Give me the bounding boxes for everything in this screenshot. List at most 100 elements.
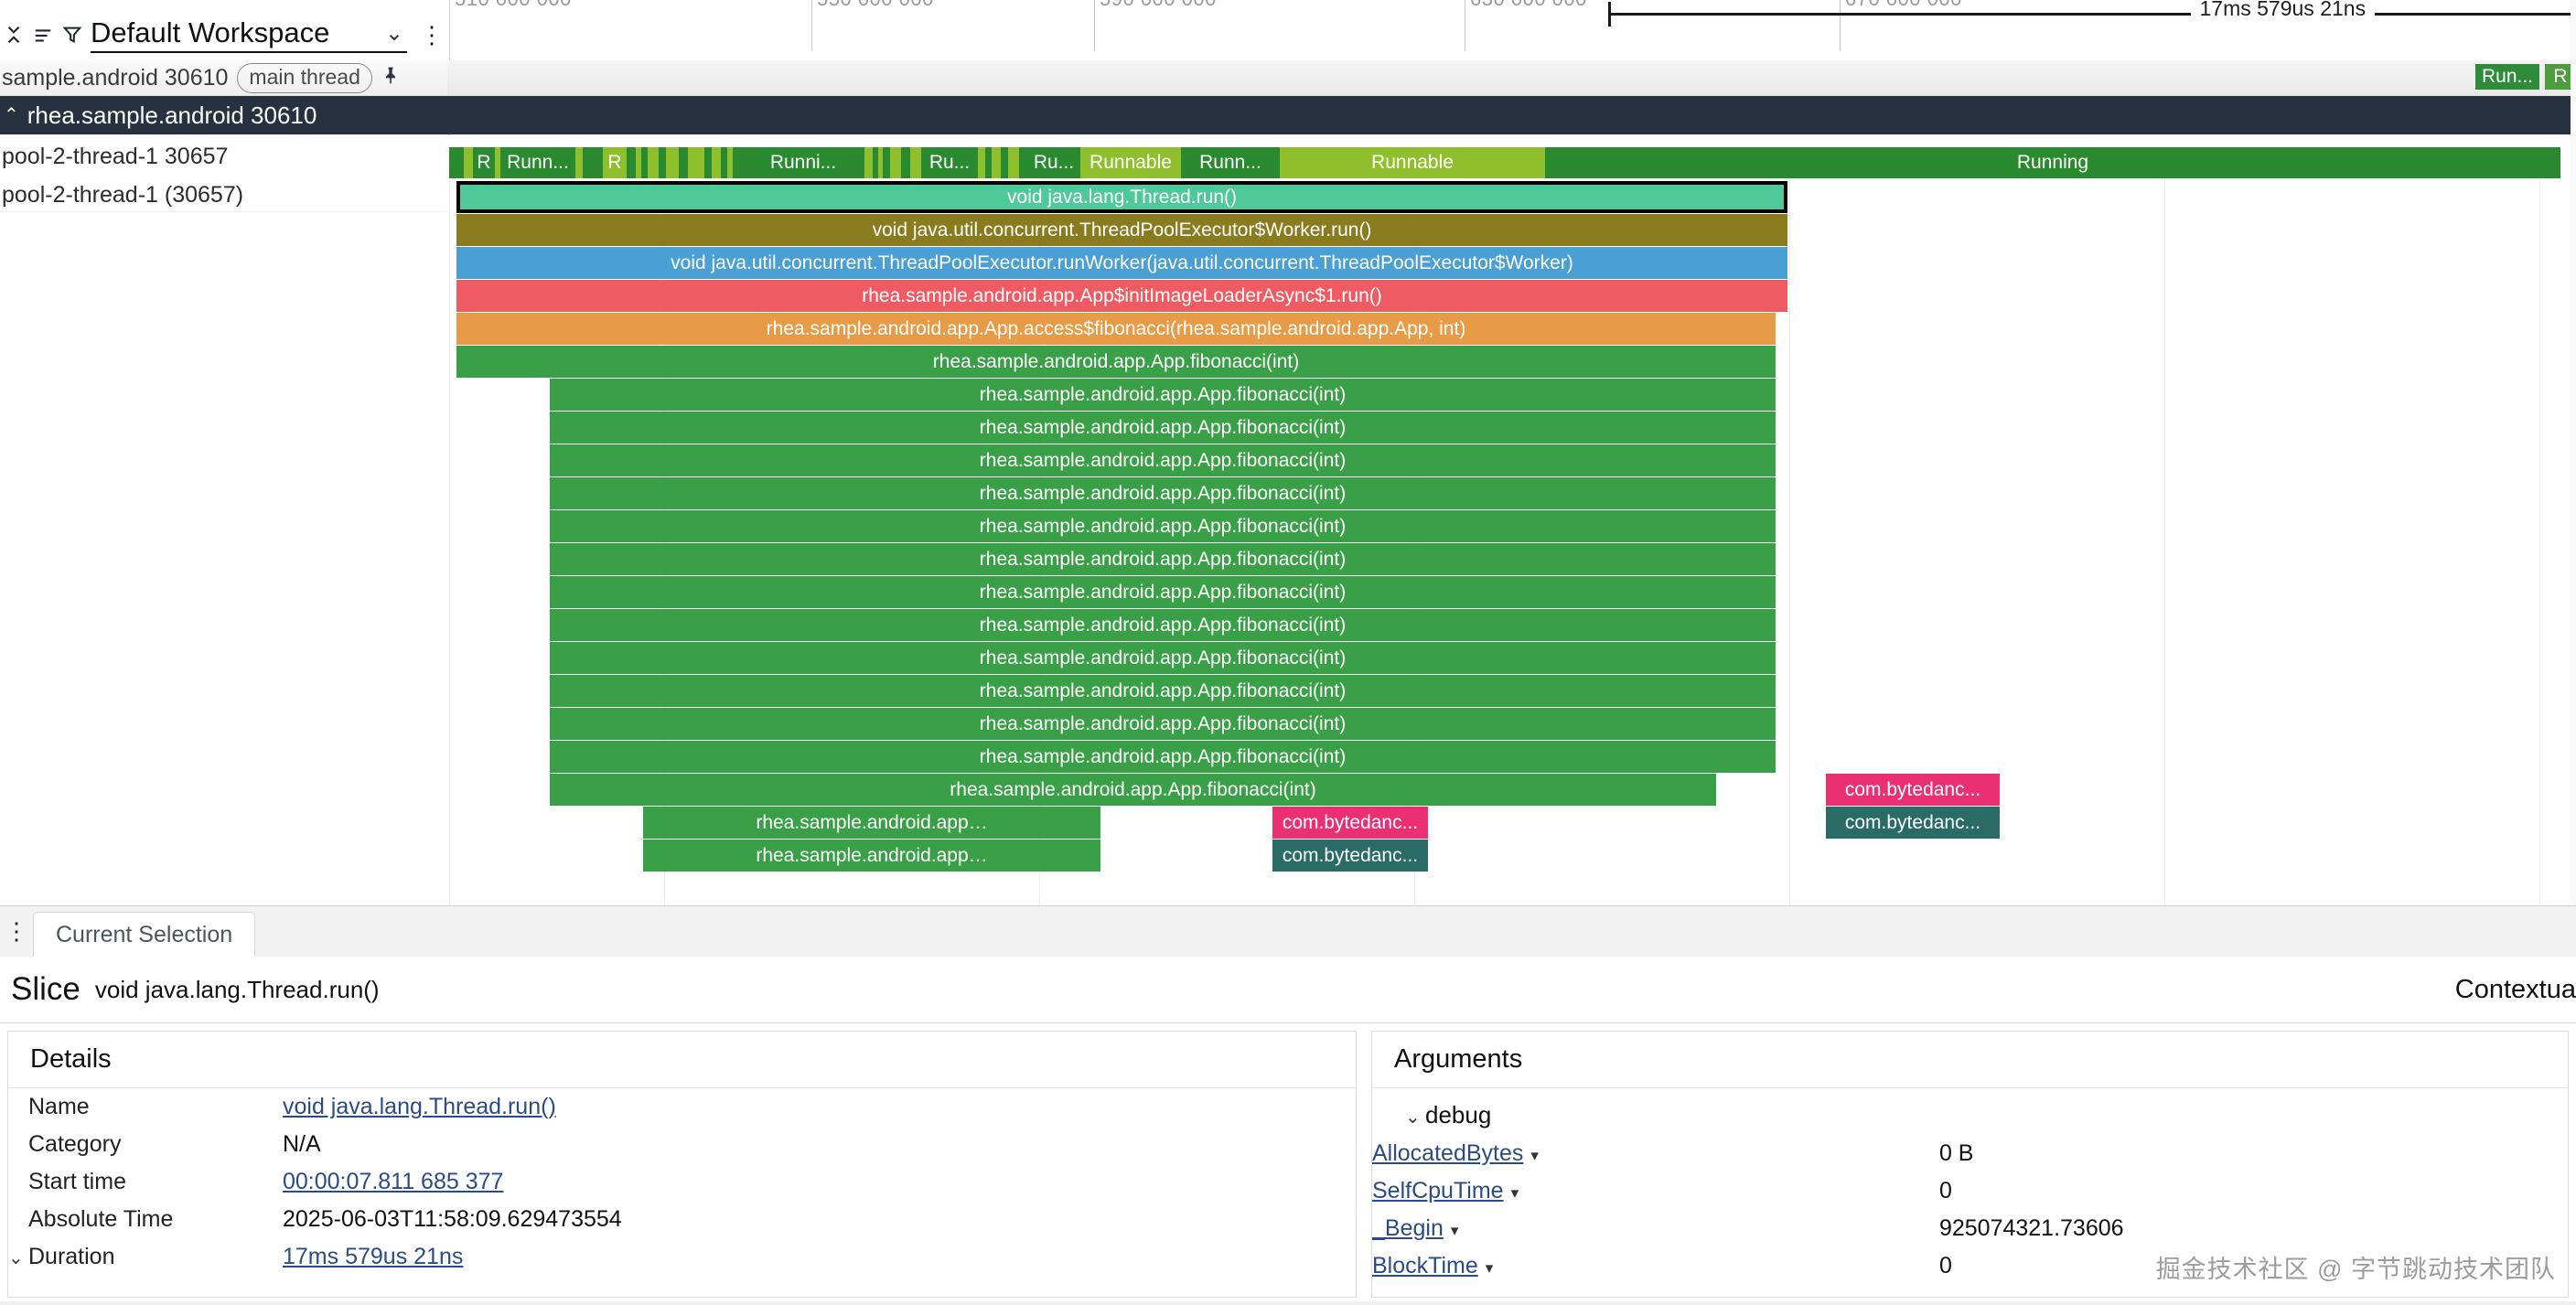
slice-track-shell[interactable]: pool-2-thread-1 (30657) xyxy=(0,179,447,212)
flamegraph-slice[interactable]: void java.util.concurrent.ThreadPoolExec… xyxy=(456,214,1787,246)
details-value-link[interactable]: 00:00:07.811 685 377 xyxy=(283,1169,504,1194)
thread-state-slice[interactable] xyxy=(873,147,878,178)
thread-state-slice[interactable]: Runn... xyxy=(500,147,575,178)
workspace-title-field[interactable]: Default Workspace ⌄ xyxy=(91,16,407,53)
chevron-down-icon[interactable]: ▾ xyxy=(1530,1147,1539,1164)
flamegraph-slice[interactable]: rhea.sample.android.app.App.fibonacci(in… xyxy=(550,576,1776,608)
argument-name-cell[interactable]: _Begin▾ xyxy=(1372,1210,1939,1247)
thread-state-slice[interactable] xyxy=(666,147,679,178)
thread-state-slice[interactable] xyxy=(449,147,464,178)
thread-state-slice[interactable] xyxy=(901,147,910,178)
flamegraph-slice[interactable]: rhea.sample.android.app… xyxy=(643,807,1100,839)
chevron-down-icon[interactable]: ⌄ xyxy=(1405,1107,1421,1128)
thread-state-slice[interactable] xyxy=(704,147,712,178)
flamegraph-slice[interactable]: rhea.sample.android.app.App.fibonacci(in… xyxy=(550,774,1716,806)
thread-state-slice[interactable] xyxy=(495,147,500,178)
thread-state-slice[interactable]: Ru... xyxy=(921,147,978,178)
thread-state-slice[interactable] xyxy=(978,147,985,178)
thread-state-slice[interactable] xyxy=(679,147,688,178)
thread-state-slice[interactable] xyxy=(583,147,603,178)
thread-state-slice[interactable] xyxy=(890,147,901,178)
flamegraph-slice[interactable]: rhea.sample.android.app.App.fibonacci(in… xyxy=(550,412,1776,444)
flamegraph-slice[interactable]: rhea.sample.android.app.App.fibonacci(in… xyxy=(550,379,1776,411)
thread-state-slice[interactable]: R xyxy=(603,147,627,178)
flamegraph-slice[interactable]: com.bytedanc... xyxy=(1826,807,2000,839)
flamegraph-slice[interactable]: void java.util.concurrent.ThreadPoolExec… xyxy=(456,247,1787,279)
argument-name-link[interactable]: SelfCpuTime xyxy=(1372,1178,1504,1203)
flamegraph-slice[interactable]: rhea.sample.android.app.App.access$fibon… xyxy=(456,313,1776,345)
thread-state-slice[interactable] xyxy=(688,147,704,178)
chevron-down-icon[interactable]: ⌄ xyxy=(384,20,403,46)
thread-state-slice[interactable] xyxy=(910,147,921,178)
thread-state-slice[interactable] xyxy=(1001,147,1008,178)
details-row-value[interactable]: 00:00:07.811 685 377 xyxy=(283,1163,1356,1201)
details-panel[interactable]: ⋮ Current Selection Slice void java.lang… xyxy=(0,905,2576,1305)
flamegraph-slice[interactable]: rhea.sample.android.app.App.fibonacci(in… xyxy=(550,741,1776,773)
details-tabstrip[interactable]: ⋮ Current Selection xyxy=(0,906,2576,957)
flamegraph-slice[interactable]: rhea.sample.android.app.App.fibonacci(in… xyxy=(550,675,1776,707)
thread-state-slice[interactable] xyxy=(636,147,641,178)
timeline-region[interactable]: 510 000 000550 000 000590 000 000630 000… xyxy=(0,0,2576,905)
flamegraph-slice[interactable]: rhea.sample.android.app.App.fibonacci(in… xyxy=(550,609,1776,641)
process-summary-canvas[interactable]: Run... R xyxy=(449,60,2576,95)
argument-name-link[interactable]: AllocatedBytes xyxy=(1372,1140,1524,1166)
flamegraph-slice[interactable]: rhea.sample.android.app.App.fibonacci(in… xyxy=(550,477,1776,509)
process-group-header[interactable]: ⌃ rhea.sample.android 30610 xyxy=(0,96,2576,134)
process-summary-slice[interactable]: Run... xyxy=(2475,64,2539,90)
thread-state-slice[interactable]: Runnable xyxy=(1080,147,1181,178)
thread-state-slice[interactable]: R xyxy=(473,147,495,178)
workspace-header[interactable]: Default Workspace ⌄ ⋮ xyxy=(0,0,449,70)
argument-name-link[interactable]: _Begin xyxy=(1372,1215,1444,1241)
flamegraph-slice[interactable]: rhea.sample.android.app.App.fibonacci(in… xyxy=(550,510,1776,542)
chevron-down-icon[interactable]: ⌄ xyxy=(8,1248,24,1268)
thread-state-slice[interactable]: Running xyxy=(1545,147,2560,178)
flamegraph-slice[interactable]: com.bytedanc... xyxy=(1272,840,1428,872)
flamegraph-slice[interactable]: rhea.sample.android.app… xyxy=(643,840,1100,872)
thread-state-slice[interactable]: Runni... xyxy=(742,147,864,178)
flamegraph-slice[interactable]: rhea.sample.android.app.App.fibonacci(in… xyxy=(550,708,1776,740)
chevron-down-icon[interactable]: ▾ xyxy=(1485,1259,1494,1277)
slice-track[interactable]: pool-2-thread-1 (30657) void java.lang.T… xyxy=(0,179,2576,905)
thread-state-slice[interactable] xyxy=(727,147,733,178)
thread-state-slice[interactable] xyxy=(985,147,992,178)
workspace-kebab-icon[interactable]: ⋮ xyxy=(420,20,444,48)
argument-name-cell[interactable]: AllocatedBytes ▾ xyxy=(1372,1135,1939,1172)
chevron-up-icon[interactable]: ⌃ xyxy=(4,104,19,125)
thread-state-slice[interactable] xyxy=(878,147,883,178)
thread-state-slice[interactable] xyxy=(659,147,666,178)
tab-current-selection[interactable]: Current Selection xyxy=(33,912,256,957)
thread-state-slice[interactable]: Runnable xyxy=(1280,147,1545,178)
list-icon[interactable] xyxy=(32,25,54,45)
argument-name-cell[interactable]: SelfCpuTime ▾ xyxy=(1372,1172,1939,1210)
flamegraph-slice[interactable]: rhea.sample.android.app.App.fibonacci(in… xyxy=(550,543,1776,575)
thread-state-slice[interactable] xyxy=(464,147,473,178)
argument-name-cell[interactable]: BlockTime▾ xyxy=(1372,1247,1939,1285)
flamegraph-slice[interactable]: rhea.sample.android.app.App$initImageLoa… xyxy=(456,280,1787,312)
details-kebab-icon[interactable]: ⋮ xyxy=(5,917,28,946)
flamegraph-slice[interactable]: rhea.sample.android.app.App.fibonacci(in… xyxy=(550,642,1776,674)
details-value-link[interactable]: 17ms 579us 21ns xyxy=(283,1244,464,1269)
pin-icon[interactable] xyxy=(381,64,400,92)
collapse-icon[interactable] xyxy=(4,25,24,45)
thread-state-slice[interactable] xyxy=(575,147,583,178)
thread-state-slice[interactable] xyxy=(648,147,659,178)
thread-state-slice[interactable] xyxy=(883,147,890,178)
thread-state-track-shell[interactable]: pool-2-thread-1 30657 xyxy=(0,135,447,178)
timeline-vertical-scrollbar[interactable] xyxy=(2571,0,2576,905)
filter-icon[interactable] xyxy=(62,25,82,45)
details-horizontal-scrollbar[interactable] xyxy=(0,1301,2576,1305)
flamegraph-slice[interactable]: rhea.sample.android.app.App.fibonacci(in… xyxy=(550,444,1776,476)
flamegraph-slice[interactable]: com.bytedanc... xyxy=(1272,807,1428,839)
thread-state-slice[interactable] xyxy=(712,147,721,178)
flamegraph-slice[interactable]: rhea.sample.android.app.App.fibonacci(in… xyxy=(456,346,1776,378)
process-summary-shell[interactable]: sample.android 30610 main thread xyxy=(0,60,447,95)
thread-state-slice[interactable] xyxy=(1019,147,1027,178)
thread-state-slice[interactable] xyxy=(864,147,873,178)
process-summary-row[interactable]: sample.android 30610 main thread Run... … xyxy=(0,60,2576,96)
thread-state-slice[interactable]: Ru... xyxy=(1027,147,1080,178)
flamegraph-slice[interactable]: com.bytedanc... xyxy=(1826,774,2000,806)
thread-state-slice[interactable] xyxy=(627,147,636,178)
details-value-link[interactable]: void java.lang.Thread.run() xyxy=(283,1094,556,1119)
chevron-down-icon[interactable]: ▾ xyxy=(1510,1184,1519,1202)
thread-state-slice[interactable] xyxy=(1008,147,1019,178)
